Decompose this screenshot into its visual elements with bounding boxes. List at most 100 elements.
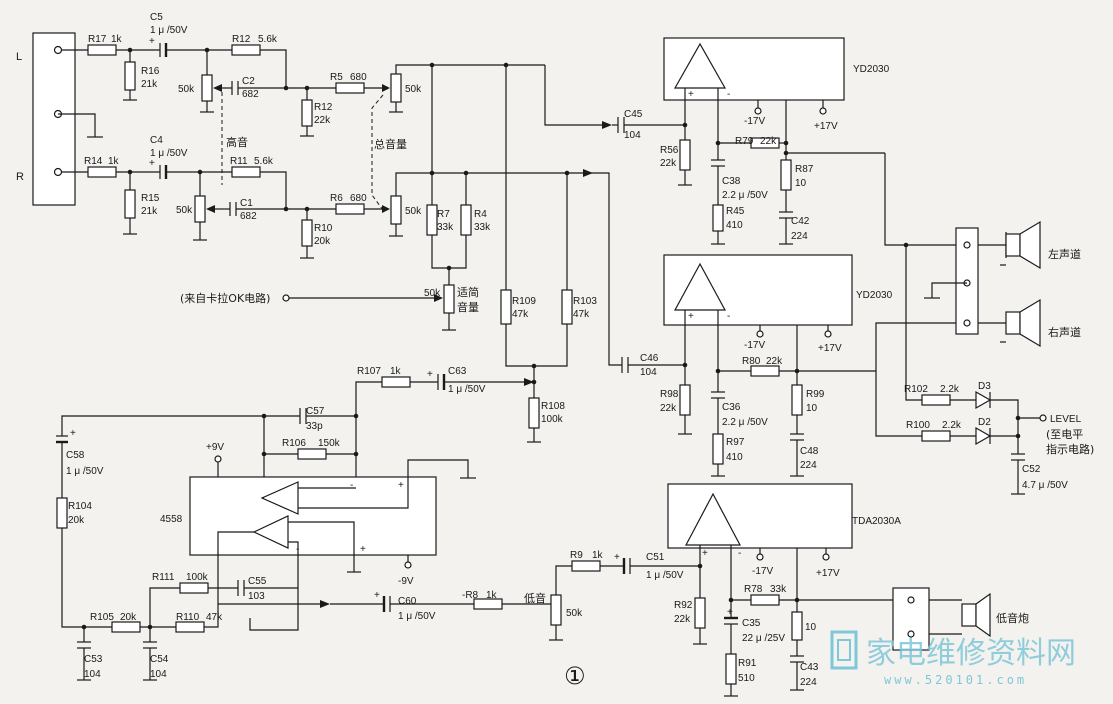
label-m9: -9V bbox=[398, 576, 414, 587]
value-c57: 33p bbox=[306, 421, 323, 432]
label-c36: C36 bbox=[722, 402, 741, 413]
label-r16: R16 bbox=[141, 66, 160, 77]
input-terminal-l bbox=[53, 45, 63, 55]
potentiometer-bass bbox=[550, 594, 562, 626]
resistor-r45 bbox=[712, 204, 724, 232]
watermark-url: www.520101.com bbox=[884, 673, 1027, 687]
label-c58: C58 bbox=[66, 450, 85, 461]
label-bass: 低音 bbox=[524, 591, 546, 605]
value-c55: 103 bbox=[248, 591, 265, 602]
amplifier-triangle-sub bbox=[685, 492, 741, 546]
resistor-r102 bbox=[921, 394, 951, 406]
value-r78: 33k bbox=[770, 584, 787, 595]
input-terminal-r bbox=[53, 167, 63, 177]
svg-text:-: - bbox=[727, 89, 730, 100]
value-r10: 20k bbox=[314, 236, 331, 247]
amplifier-triangle-right bbox=[673, 262, 727, 311]
value-r12-b: 22k bbox=[314, 115, 331, 126]
value-r11: 5.6k bbox=[254, 156, 274, 167]
label-c1: C1 bbox=[240, 198, 253, 209]
resistor-r12-5k6 bbox=[231, 44, 261, 56]
resistor-r17 bbox=[87, 44, 117, 56]
label-pot-treble-l: 50k bbox=[178, 84, 195, 95]
label-c60: C60 bbox=[398, 596, 417, 607]
label-r109: R109 bbox=[512, 296, 536, 307]
label-right-channel: 右声道 bbox=[1048, 325, 1081, 339]
value-r8: 1k bbox=[486, 590, 498, 601]
value-c42: 224 bbox=[791, 231, 808, 242]
label-c35: C35 bbox=[742, 618, 761, 629]
resistor-r111 bbox=[179, 582, 209, 594]
label-c38: C38 bbox=[722, 176, 741, 187]
level-output-terminal bbox=[1039, 414, 1047, 422]
label-r14: R14 bbox=[84, 156, 103, 167]
label-c51: C51 bbox=[646, 552, 665, 563]
label-r4: R4 bbox=[474, 209, 487, 220]
figure-number: ① bbox=[564, 662, 586, 690]
value-r105: 20k bbox=[120, 612, 137, 623]
resistor-r15 bbox=[124, 189, 136, 219]
resistor-r99 bbox=[791, 384, 803, 416]
svg-text:+: + bbox=[398, 480, 404, 491]
resistor-r87 bbox=[780, 159, 792, 191]
value-r6: 680 bbox=[350, 193, 367, 204]
svg-text:+: + bbox=[727, 607, 733, 618]
label-c46: C46 bbox=[640, 353, 659, 364]
label-r107: R107 bbox=[357, 366, 381, 377]
svg-text:+: + bbox=[70, 428, 76, 439]
label-r11: R11 bbox=[230, 156, 248, 167]
value-r15: 21k bbox=[141, 206, 158, 217]
value-c43: 224 bbox=[800, 677, 817, 688]
label-r92: R92 bbox=[674, 600, 693, 611]
label-pot-treble-r: 50k bbox=[176, 205, 193, 216]
resistor-r104 bbox=[56, 497, 68, 529]
resistor-r105 bbox=[111, 621, 141, 633]
value-r99: 10 bbox=[806, 403, 818, 414]
value-r100: 2.2k bbox=[942, 420, 962, 431]
label-m17b: -17V bbox=[744, 340, 765, 351]
value-r91: 510 bbox=[738, 673, 755, 684]
resistor-r9 bbox=[571, 560, 601, 572]
label-r17: R17 bbox=[88, 34, 107, 45]
label-r12-a: R12 bbox=[232, 34, 251, 45]
label-input-r: R bbox=[16, 171, 24, 183]
value-c48: 224 bbox=[800, 460, 817, 471]
value-r45: 410 bbox=[726, 220, 743, 231]
label-r9: R9 bbox=[570, 550, 583, 561]
label-level-note-2: 指示电路) bbox=[1046, 442, 1094, 456]
value-c58: 1 μ /50V bbox=[66, 466, 104, 477]
value-r9: 1k bbox=[592, 550, 604, 561]
label-c55: C55 bbox=[248, 576, 267, 587]
label-karaoke-input: (来自卡拉OK电路) bbox=[180, 291, 270, 305]
value-c36: 2.2 μ /50V bbox=[722, 417, 768, 428]
resistor-r5 bbox=[335, 82, 365, 94]
speaker-subwoofer bbox=[961, 603, 977, 627]
resistor-r92 bbox=[694, 597, 706, 629]
label-m17c: -17V bbox=[752, 566, 773, 577]
label-pot-vol-r: 50k bbox=[405, 206, 422, 217]
label-c57: C57 bbox=[306, 406, 325, 417]
label-c2: C2 bbox=[242, 76, 255, 87]
value-r111: 100k bbox=[186, 572, 209, 583]
value-r80: 22k bbox=[766, 356, 783, 367]
value-r17: 1k bbox=[111, 34, 123, 45]
resistor-r100 bbox=[921, 430, 951, 442]
resistor-r97 bbox=[712, 433, 724, 465]
label-r106: R106 bbox=[282, 438, 306, 449]
potentiometer-treble-l bbox=[201, 74, 213, 102]
label-r45: R45 bbox=[726, 206, 745, 217]
label-r6: R6 bbox=[330, 193, 343, 204]
watermark-text: 家电维修资料网 bbox=[866, 636, 1076, 671]
value-c4: 1 μ /50V bbox=[150, 148, 188, 159]
resistor-10-sub bbox=[791, 611, 803, 641]
svg-text:+: + bbox=[427, 369, 433, 380]
label-r10: R10 bbox=[314, 223, 333, 234]
label-r102: R102 bbox=[904, 384, 928, 395]
value-r109: 47k bbox=[512, 309, 529, 320]
label-ic3: TDA2030A bbox=[852, 516, 901, 527]
value-c60: 1 μ /50V bbox=[398, 611, 436, 622]
resistor-r78 bbox=[750, 594, 780, 606]
label-d3: D3 bbox=[978, 381, 991, 392]
label-c63: C63 bbox=[448, 366, 467, 377]
